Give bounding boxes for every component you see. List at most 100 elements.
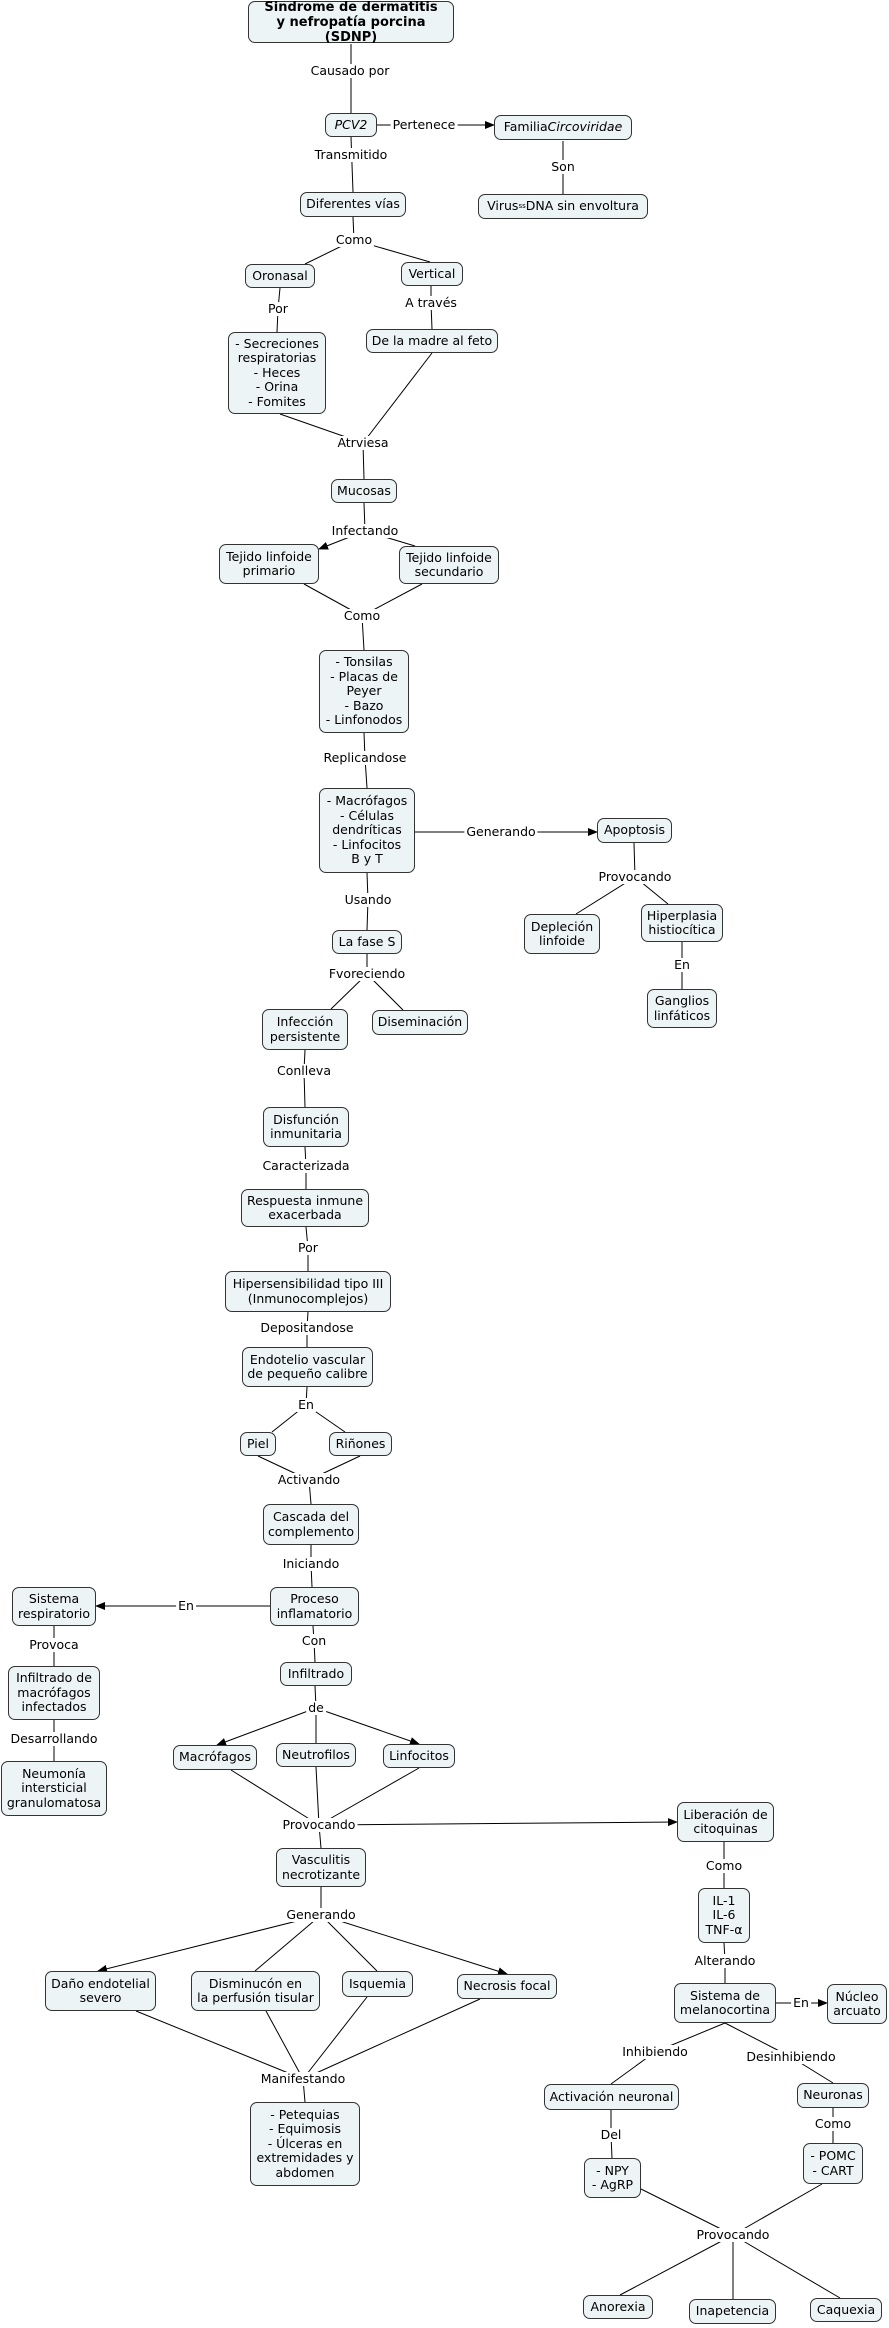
connector-line [135, 2010, 304, 2080]
label-como-2: Como [341, 608, 383, 623]
node-disminucion-perfusion: Disminucón en la perfusión tisular [191, 1971, 320, 2011]
node-hipersensibilidad: Hipersensibilidad tipo III (Inmunocomple… [225, 1271, 391, 1312]
node-pcv2: PCV2 [325, 113, 377, 137]
node-deplecion: Depleción linfoide [524, 914, 600, 954]
node-fase-s: La fase S [332, 930, 402, 954]
connector-line [362, 352, 433, 444]
node-vasculitis: Vasculitis necrotizante [276, 1848, 366, 1887]
label-en-2: En [296, 1397, 316, 1412]
connector-line [302, 1996, 368, 2080]
node-apoptosis: Apoptosis [597, 818, 672, 843]
node-linfocitos: Linfocitos [383, 1744, 455, 1768]
node-diferentes-vias: Diferentes vías [300, 192, 406, 217]
node-infeccion-persistente: Infección persistente [262, 1009, 348, 1050]
label-activando: Activando [275, 1472, 343, 1487]
label-desarrollando: Desarrollando [8, 1731, 100, 1746]
label-a-traves: A través [403, 295, 459, 310]
connector-line [302, 1998, 481, 2080]
node-macrofagos-celulas: - Macrófagos - Células dendríticas - Lin… [319, 788, 415, 873]
node-isquemia: Isquemia [342, 1971, 413, 1997]
node-anorexia: Anorexia [583, 2295, 653, 2319]
label-infectando: Infectando [329, 523, 401, 538]
node-secreciones: - Secreciones respiratorias - Heces - Or… [228, 332, 326, 414]
familia-italic: Circoviridae [547, 119, 623, 135]
node-pomc-cart: - POMC - CART [803, 2143, 863, 2184]
node-liberacion-citoquinas: Liberación de citoquinas [677, 1802, 774, 1842]
label-provocando-3: Provocando [694, 2227, 772, 2242]
connector-line [350, 136, 354, 193]
virus-suffix: DNA sin envoltura [525, 198, 639, 214]
node-inapetencia: Inapetencia [689, 2299, 776, 2324]
connector-line [254, 1914, 322, 1972]
node-hiperplasia: Hiperplasia histiocítica [641, 904, 723, 942]
label-depositandose: Depositandose [258, 1320, 356, 1335]
label-provoca: Provoca [27, 1637, 81, 1652]
label-como-4: Como [812, 2116, 854, 2131]
node-dano-endotelial: Daño endotelial severo [45, 1971, 156, 2011]
label-con: Con [299, 1633, 329, 1648]
label-iniciando: Iniciando [280, 1556, 342, 1571]
node-petequias: - Petequias - Equimosis - Úlceras en ext… [250, 2102, 360, 2186]
node-melanocortina: Sistema de melanocortina [674, 1983, 776, 2023]
label-son: Son [549, 159, 577, 174]
connector-line [732, 2183, 823, 2236]
node-macrofagos: Macrófagos [173, 1745, 257, 1770]
node-nucleo-arcuato: Núcleo arcuato [827, 1984, 887, 2024]
label-replicandose: Replicandose [321, 750, 409, 765]
connector-arrow [97, 1914, 322, 1973]
label-en-1: En [672, 957, 692, 972]
node-caquexia: Caquexia [810, 2298, 882, 2322]
connector-arrow [315, 1707, 420, 1745]
label-provocando-1: Provocando [596, 869, 674, 884]
node-rinones: Riñones [329, 1432, 392, 1456]
label-inhibiendo: Inhibiendo [620, 2044, 690, 2059]
connector-arrow [320, 1914, 508, 1976]
node-disfuncion: Disfunción inmunitaria [263, 1107, 349, 1147]
label-causado-por: Causado por [308, 63, 392, 78]
connector-line [318, 1767, 420, 1826]
label-atraviesa: Atrviesa [335, 435, 391, 450]
connector-line [640, 2188, 734, 2236]
label-alterando: Alterando [692, 1953, 758, 1968]
label-como-1: Como [333, 232, 375, 247]
connector-arrow [216, 1707, 317, 1746]
connector-line [315, 1766, 320, 1826]
node-infiltrado-macrofagos: Infiltrado de macrófagos infectados [8, 1666, 100, 1720]
node-ganglios: Ganglios linfáticos [647, 989, 717, 1028]
connector-line [619, 2234, 734, 2296]
node-madre-feto: De la madre al feto [366, 329, 498, 353]
node-neutrofilos: Neutrofilos [276, 1743, 356, 1767]
node-sdnp: Sindrome de dermatitis y nefropatía porc… [248, 0, 454, 45]
connector-line [732, 2234, 841, 2299]
node-oronasal: Oronasal [245, 264, 315, 288]
label-conlleva: Conlleva [275, 1063, 333, 1078]
connector-arrow [318, 1818, 678, 1827]
connector-line [230, 1769, 320, 1826]
node-diseminacion: Diseminación [372, 1010, 468, 1035]
node-respuesta: Respuesta inmune exacerbada [241, 1189, 369, 1227]
label-manifestando: Manifestando [258, 2071, 348, 2086]
virus-subscript: ss [518, 202, 526, 211]
label-favoreciendo: Fvoreciendo [326, 966, 408, 981]
node-neuronas: Neuronas [797, 2083, 869, 2108]
node-neumonia: Neumonía intersticial granulomatosa [1, 1761, 107, 1816]
label-por-1: Por [266, 301, 290, 316]
label-provocando-2: Provocando [280, 1817, 358, 1832]
node-necrosis-focal: Necrosis focal [457, 1974, 557, 1999]
label-transmitido: Transmitido [312, 147, 390, 162]
node-mucosas: Mucosas [331, 479, 397, 503]
label-como-3: Como [703, 1858, 745, 1873]
node-tonsilas: - Tonsilas - Placas de Peyer - Bazo - Li… [319, 650, 409, 733]
node-sistema-respiratorio: Sistema respiratorio [12, 1587, 96, 1626]
label-de: de [306, 1700, 326, 1715]
virus-prefix: Virus [487, 198, 519, 214]
familia-prefix: Familia [503, 119, 548, 135]
node-npy-agrp: - NPY - AgRP [584, 2158, 641, 2198]
connector-line [265, 2010, 304, 2080]
label-pertenece: Pertenece [390, 117, 458, 132]
label-del: Del [598, 2127, 624, 2142]
node-tejido-primario: Tejido linfoide primario [219, 544, 319, 584]
node-tejido-secundario: Tejido linfoide secundario [399, 546, 499, 584]
label-por-2: Por [296, 1240, 320, 1255]
